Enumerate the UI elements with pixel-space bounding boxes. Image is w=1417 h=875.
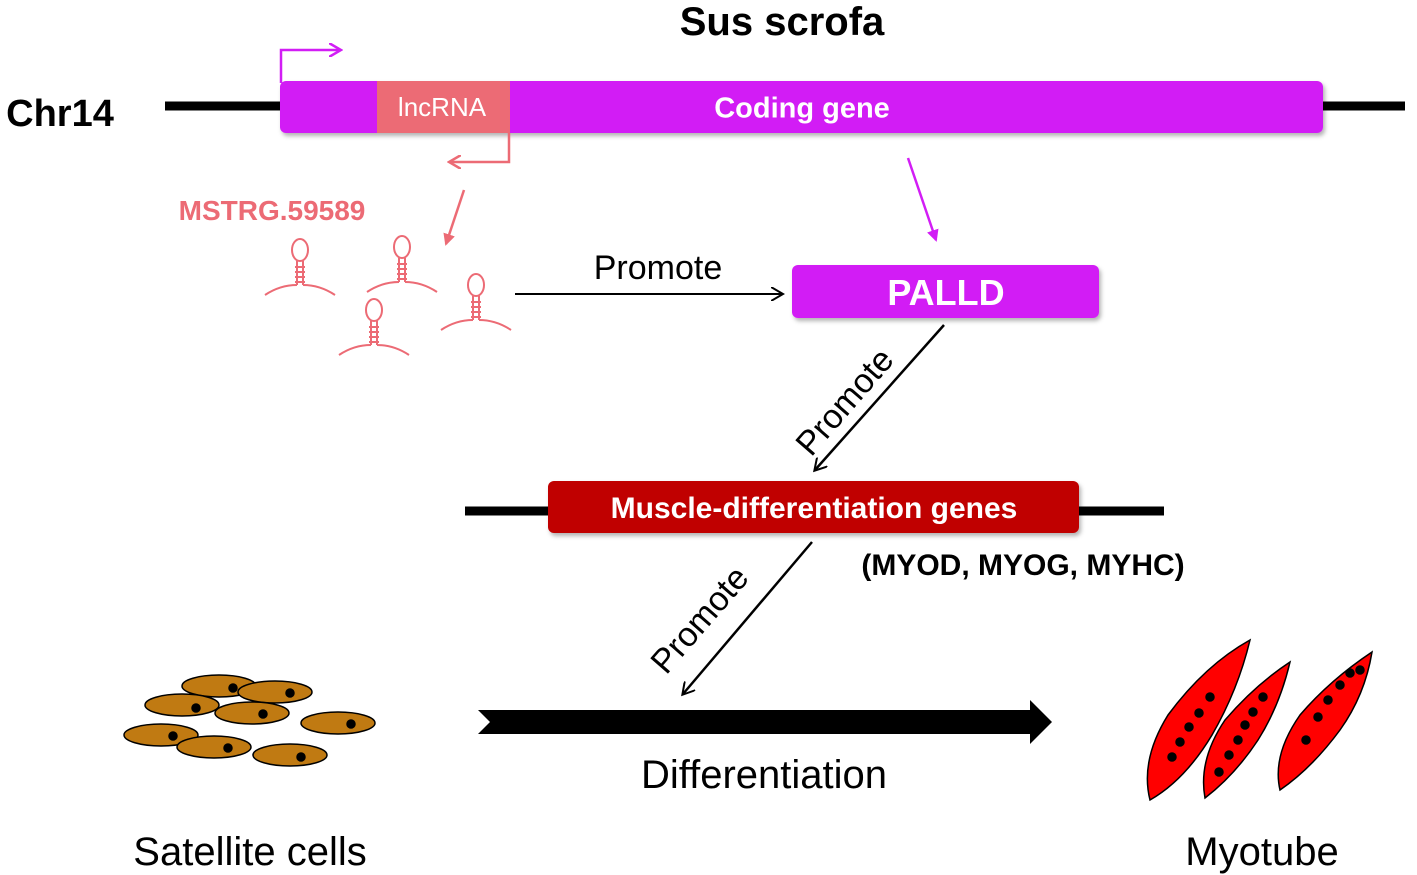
- muscle-genes-box: [548, 481, 1079, 533]
- myotube-cell: [1277, 650, 1374, 792]
- myotube-label: Myotube: [1185, 830, 1339, 874]
- lncrna-transcript: [440, 273, 512, 331]
- lncrna-transcript: [366, 235, 438, 293]
- lncrna-box-label: lncRNA: [397, 92, 487, 122]
- lncrna-to-transcripts-arrow: [443, 189, 466, 246]
- diagram-title: Sus scrofa: [679, 0, 885, 44]
- satellite-cell: [300, 711, 376, 735]
- coding-gene-label: Coding gene: [714, 92, 890, 125]
- satellite-cell: [144, 693, 220, 717]
- palld-to-muscle-arrow: [815, 324, 945, 470]
- myotube-cell: [1146, 638, 1252, 802]
- muscle-to-diff-arrow: [683, 541, 813, 694]
- lncrna-tss-arrow: [450, 133, 511, 162]
- coding-to-palld-arrow: [906, 157, 939, 242]
- satellite-cell: [214, 701, 290, 725]
- palld-box: [792, 265, 1099, 318]
- satellite-cell: [176, 735, 252, 759]
- coding-tss-arrow: [279, 50, 340, 83]
- satellite-cell: [123, 723, 199, 747]
- myotubes: [1146, 638, 1374, 802]
- lncrna-transcripts: [264, 235, 512, 356]
- satellite-cells-label: Satellite cells: [133, 830, 367, 874]
- myotube-cell: [1202, 660, 1292, 800]
- differentiation-label: Differentiation: [640, 753, 888, 797]
- lnc-to-palld-promote-label: Promote: [593, 249, 723, 287]
- muscle-gene-list-label: (MYOD, MYOG, MYHC): [861, 549, 1185, 582]
- chromosome-label: Chr14: [6, 93, 114, 135]
- lncrna-name-label: MSTRG.59589: [178, 195, 366, 226]
- satellite-cell: [252, 743, 328, 767]
- palld-label: PALLD: [887, 272, 1005, 313]
- satellite-cells: [123, 674, 376, 767]
- lncrna-transcript: [338, 298, 410, 356]
- lncrna-transcript: [264, 238, 336, 296]
- coding-gene-bar: [280, 81, 1323, 133]
- muscle-genes-label: Muscle-differentiation genes: [610, 492, 1018, 525]
- lncrna-box: [377, 81, 510, 133]
- satellite-cell: [237, 680, 313, 704]
- differentiation-arrow: [478, 700, 1052, 744]
